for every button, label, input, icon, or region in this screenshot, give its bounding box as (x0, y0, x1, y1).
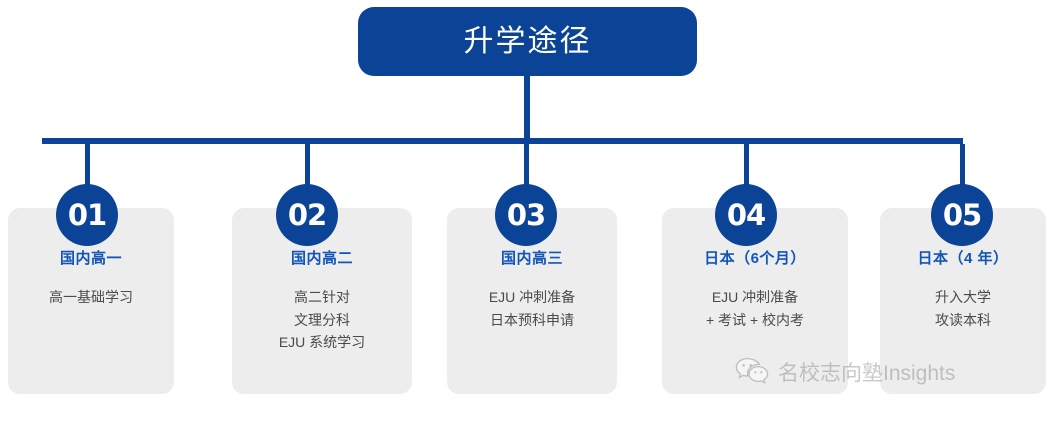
step-heading-01: 国内高一 (59, 250, 122, 267)
connector-horizontal-bar (42, 138, 963, 144)
step-body-line: 高二针对 (294, 289, 350, 305)
step-body-line: + 考试 + 校内考 (705, 311, 805, 328)
step-heading-03: 国内高三 (500, 250, 563, 267)
step-body-01: 高一基础学习 (8, 286, 174, 309)
step-body-02: 高二针对 文理分科 EJU 系统学习 (232, 286, 412, 354)
diagram-title-text: 升学途径 (463, 24, 592, 58)
connector-drop-01 (85, 144, 90, 196)
step-badge-02: 02 (276, 184, 338, 246)
step-body-05: 升入大学 攻读本科 (880, 286, 1046, 331)
step-card-01[interactable]: 国内高一 高一基础学习 (8, 208, 174, 394)
step-body-line: 日本预科申请 (490, 311, 574, 328)
connector-trunk-vertical (524, 76, 530, 144)
step-heading-02: 国内高二 (290, 250, 353, 267)
step-badge-04: 04 (715, 184, 777, 246)
step-heading-05: 日本（4 年） (917, 250, 1009, 267)
connector-drop-04 (744, 144, 749, 196)
step-badge-01: 01 (56, 184, 118, 246)
step-body-line: EJU 系统学习 (278, 334, 366, 351)
step-body-line: 文理分科 (294, 311, 350, 328)
step-body-line: EJU 冲刺准备 (488, 289, 576, 305)
step-heading-04: 日本（6个月） (704, 250, 806, 267)
step-badge-05: 05 (931, 184, 993, 246)
step-body-line: 高一基础学习 (49, 289, 133, 305)
step-badge-03: 03 (495, 184, 557, 246)
connector-drop-02 (305, 144, 310, 196)
step-body-04: EJU 冲刺准备 + 考试 + 校内考 (662, 286, 848, 331)
step-card-02[interactable]: 国内高二 高二针对 文理分科 EJU 系统学习 (232, 208, 412, 394)
connector-drop-05 (960, 144, 965, 196)
step-body-line: EJU 冲刺准备 (711, 289, 799, 305)
diagram-title-box: 升学途径 (358, 7, 697, 76)
step-body-03: EJU 冲刺准备 日本预科申请 (447, 286, 617, 331)
step-body-line: 攻读本科 (935, 311, 991, 328)
step-body-line: 升入大学 (935, 289, 991, 305)
connector-drop-03 (524, 144, 529, 196)
